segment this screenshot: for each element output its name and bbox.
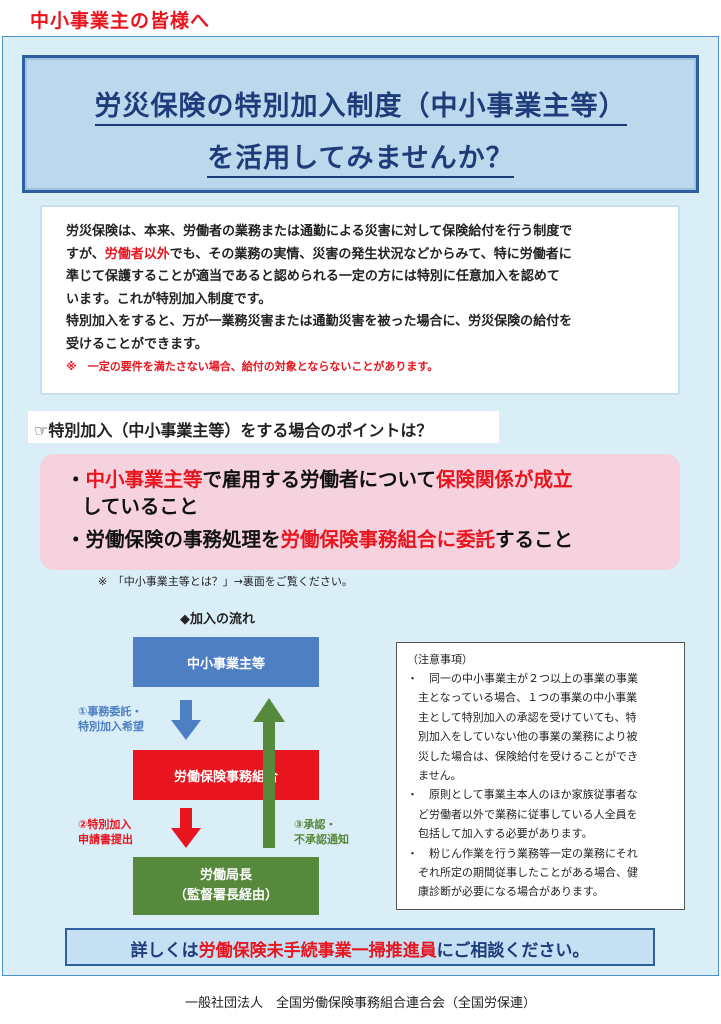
title-line-1: 労災保険の特別加入制度（中小事業主等）	[94, 91, 627, 126]
points-box: ・中小事業主等で雇用する労働者について保険関係が成立 していること ・労働保険の…	[40, 454, 680, 570]
intro-line: 特別加入をすると、万が一業務災害または通勤災害を被った場合に、労災保険の給付を	[66, 314, 573, 330]
notice-line: ど労働者以外で業務に従事している人全員を	[407, 807, 638, 821]
point-1-continued: していること	[82, 495, 199, 518]
highlight-text: 労働保険未手続事業一掃推進員	[198, 941, 437, 961]
notice-line: ぞれ所定の期間従事したことがある場合、健	[407, 866, 638, 880]
flow-step-1-label: ①事務委託・特別加入希望	[78, 705, 144, 733]
intro-line: 受けることができます。	[66, 336, 208, 352]
arrow-down-blue-icon	[171, 700, 201, 740]
points-heading: ☞特別加入（中小事業主等）をする場合のポイントは？	[28, 411, 499, 443]
intro-line: 準じて保護することが適当であると認められる一定の方には特別に任意加入を認めて	[66, 269, 560, 285]
highlight-text: 労働者以外	[104, 246, 170, 262]
title-line-2: を活用してみませんか？	[207, 143, 514, 178]
notice-line: ・ 同一の中小事業主が２つ以上の事業の事業	[407, 672, 638, 685]
contact-box: 詳しくは労働保険未手続事業一掃推進員にご相談ください。	[65, 928, 655, 966]
notice-title: （注意事項）	[407, 653, 473, 666]
point-1: ・中小事業主等で雇用する労働者について保険関係が成立	[66, 468, 573, 491]
title-box: 労災保険の特別加入制度（中小事業主等） を活用してみませんか？	[22, 55, 699, 193]
flow-box-labor-bureau: 労働局長（監督署長経由）	[133, 857, 319, 915]
flow-step-3-label: ③承認・不承認通知	[294, 818, 349, 846]
footer-organization: 一般社団法人 全国労働保険事務組合連合会（全国労保連）	[184, 996, 536, 1011]
see-back-note: ※ 「中小事業主等とは？」→裏面をご覧ください。	[98, 575, 353, 588]
notice-line: 災した場合は、保険給付を受けることができ	[407, 749, 638, 763]
notice-line: 主として特別加入の承認を受けていても、特	[407, 710, 637, 724]
notice-line: 別加入をしていない他の事業の業務により被	[407, 730, 638, 744]
highlight-text: 保険関係が成立	[435, 468, 573, 491]
arrow-up-green-icon	[253, 698, 285, 848]
arrow-down-red-icon	[171, 808, 201, 848]
notice-line: ません。	[407, 769, 462, 783]
notice-line: 主となっている場合、１つの事業の中小事業	[407, 691, 638, 705]
intro-line: 労災保険は、本来、労働者の業務または通勤による災害に対して保険給付を行う制度で	[66, 224, 573, 239]
intro-box: 労災保険は、本来、労働者の業務または通勤による災害に対して保険給付を行う制度で …	[40, 205, 680, 395]
flow-box-association: 労働保険事務組合	[133, 750, 319, 800]
notice-box: （注意事項） ・ 同一の中小事業主が２つ以上の事業の事業 主となっている場合、１…	[396, 642, 685, 910]
notice-line: 包括して加入する必要があります。	[407, 827, 593, 841]
header-label: 中小事業主の皆様へ	[30, 10, 211, 32]
notice-line: ・ 原則として事業主本人のほか家族従事者な	[407, 788, 638, 802]
flow-step-2-label: ②特別加入申請書提出	[78, 818, 133, 846]
highlight-text: 労働保険事務組合に委託	[280, 528, 496, 551]
notice-line: ・ 粉じん作業を行う業務等一定の業務にそれ	[407, 846, 638, 860]
point-2: ・労働保険の事務処理を労働保険事務組合に委託すること	[66, 528, 574, 551]
highlight-text: 中小事業主等	[85, 468, 203, 491]
intro-line: すが、労働者以外でも、その業務の実情、災害の発生状況などからみて、特に労働者に	[66, 246, 572, 262]
intro-note: ※ 一定の要件を満たさない場合、給付の対象とならないことがあります。	[66, 359, 439, 373]
notice-line: 康診断が必要になる場合があります。	[407, 885, 604, 899]
flow-title: ◆加入の流れ	[180, 612, 255, 627]
flow-box-employer: 中小事業主等	[133, 637, 319, 687]
intro-line: います。これが特別加入制度です。	[66, 291, 272, 307]
